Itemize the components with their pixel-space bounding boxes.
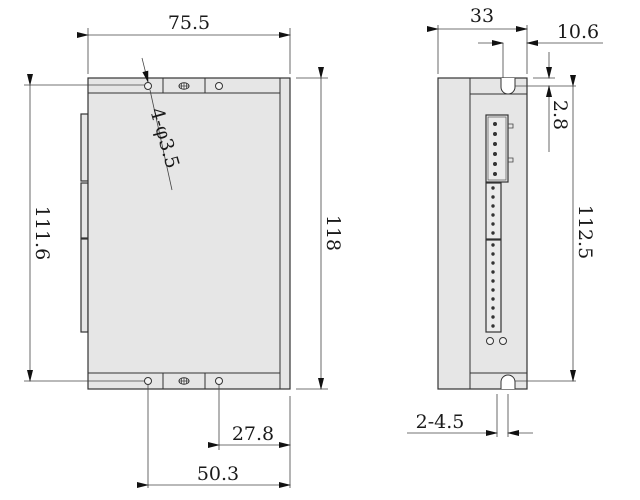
dim-side-width: 33 [470, 5, 494, 27]
signal-connector-2 [485, 239, 502, 333]
mounting-slot-top [500, 78, 516, 95]
dim-slot-offset: 10.6 [557, 21, 599, 43]
dim-slot-depth: 2.8 [549, 100, 571, 130]
enclosure-body [87, 77, 291, 390]
dim-front-width: 75.5 [168, 12, 210, 34]
dim-side-height: 112.5 [574, 205, 596, 259]
side-connector-3 [80, 238, 89, 333]
dim-front-right-height: 118 [322, 215, 344, 251]
dim-slot-width: 2-4.5 [416, 411, 465, 433]
power-connector [485, 114, 514, 183]
dim-hole-offset-short: 27.8 [232, 423, 274, 445]
mounting-hole-bottom-left [144, 377, 152, 385]
side-enclosure-body [437, 77, 528, 390]
signal-connector-1 [485, 182, 502, 240]
side-view: 33 10.6 2.8 112.5 2-4.5 [407, 5, 603, 437]
dim-hole-offset-long: 50.3 [197, 463, 239, 485]
led-indicator-1 [486, 337, 494, 345]
side-connector-1 [80, 113, 89, 182]
dim-front-left-height: 111.6 [31, 206, 53, 260]
mounting-hole-bottom-right [215, 377, 223, 385]
led-indicator-2 [499, 337, 507, 345]
front-view: 75.5 4-φ3.5 111.6 118 27.8 50.3 [24, 12, 344, 488]
side-connector-2 [80, 182, 89, 239]
mounting-hole-top-right [215, 82, 223, 90]
mounting-hole-top-left [144, 82, 152, 90]
mounting-slot-bottom [500, 374, 516, 389]
screw-icon [178, 377, 190, 385]
screw-icon [178, 82, 190, 90]
